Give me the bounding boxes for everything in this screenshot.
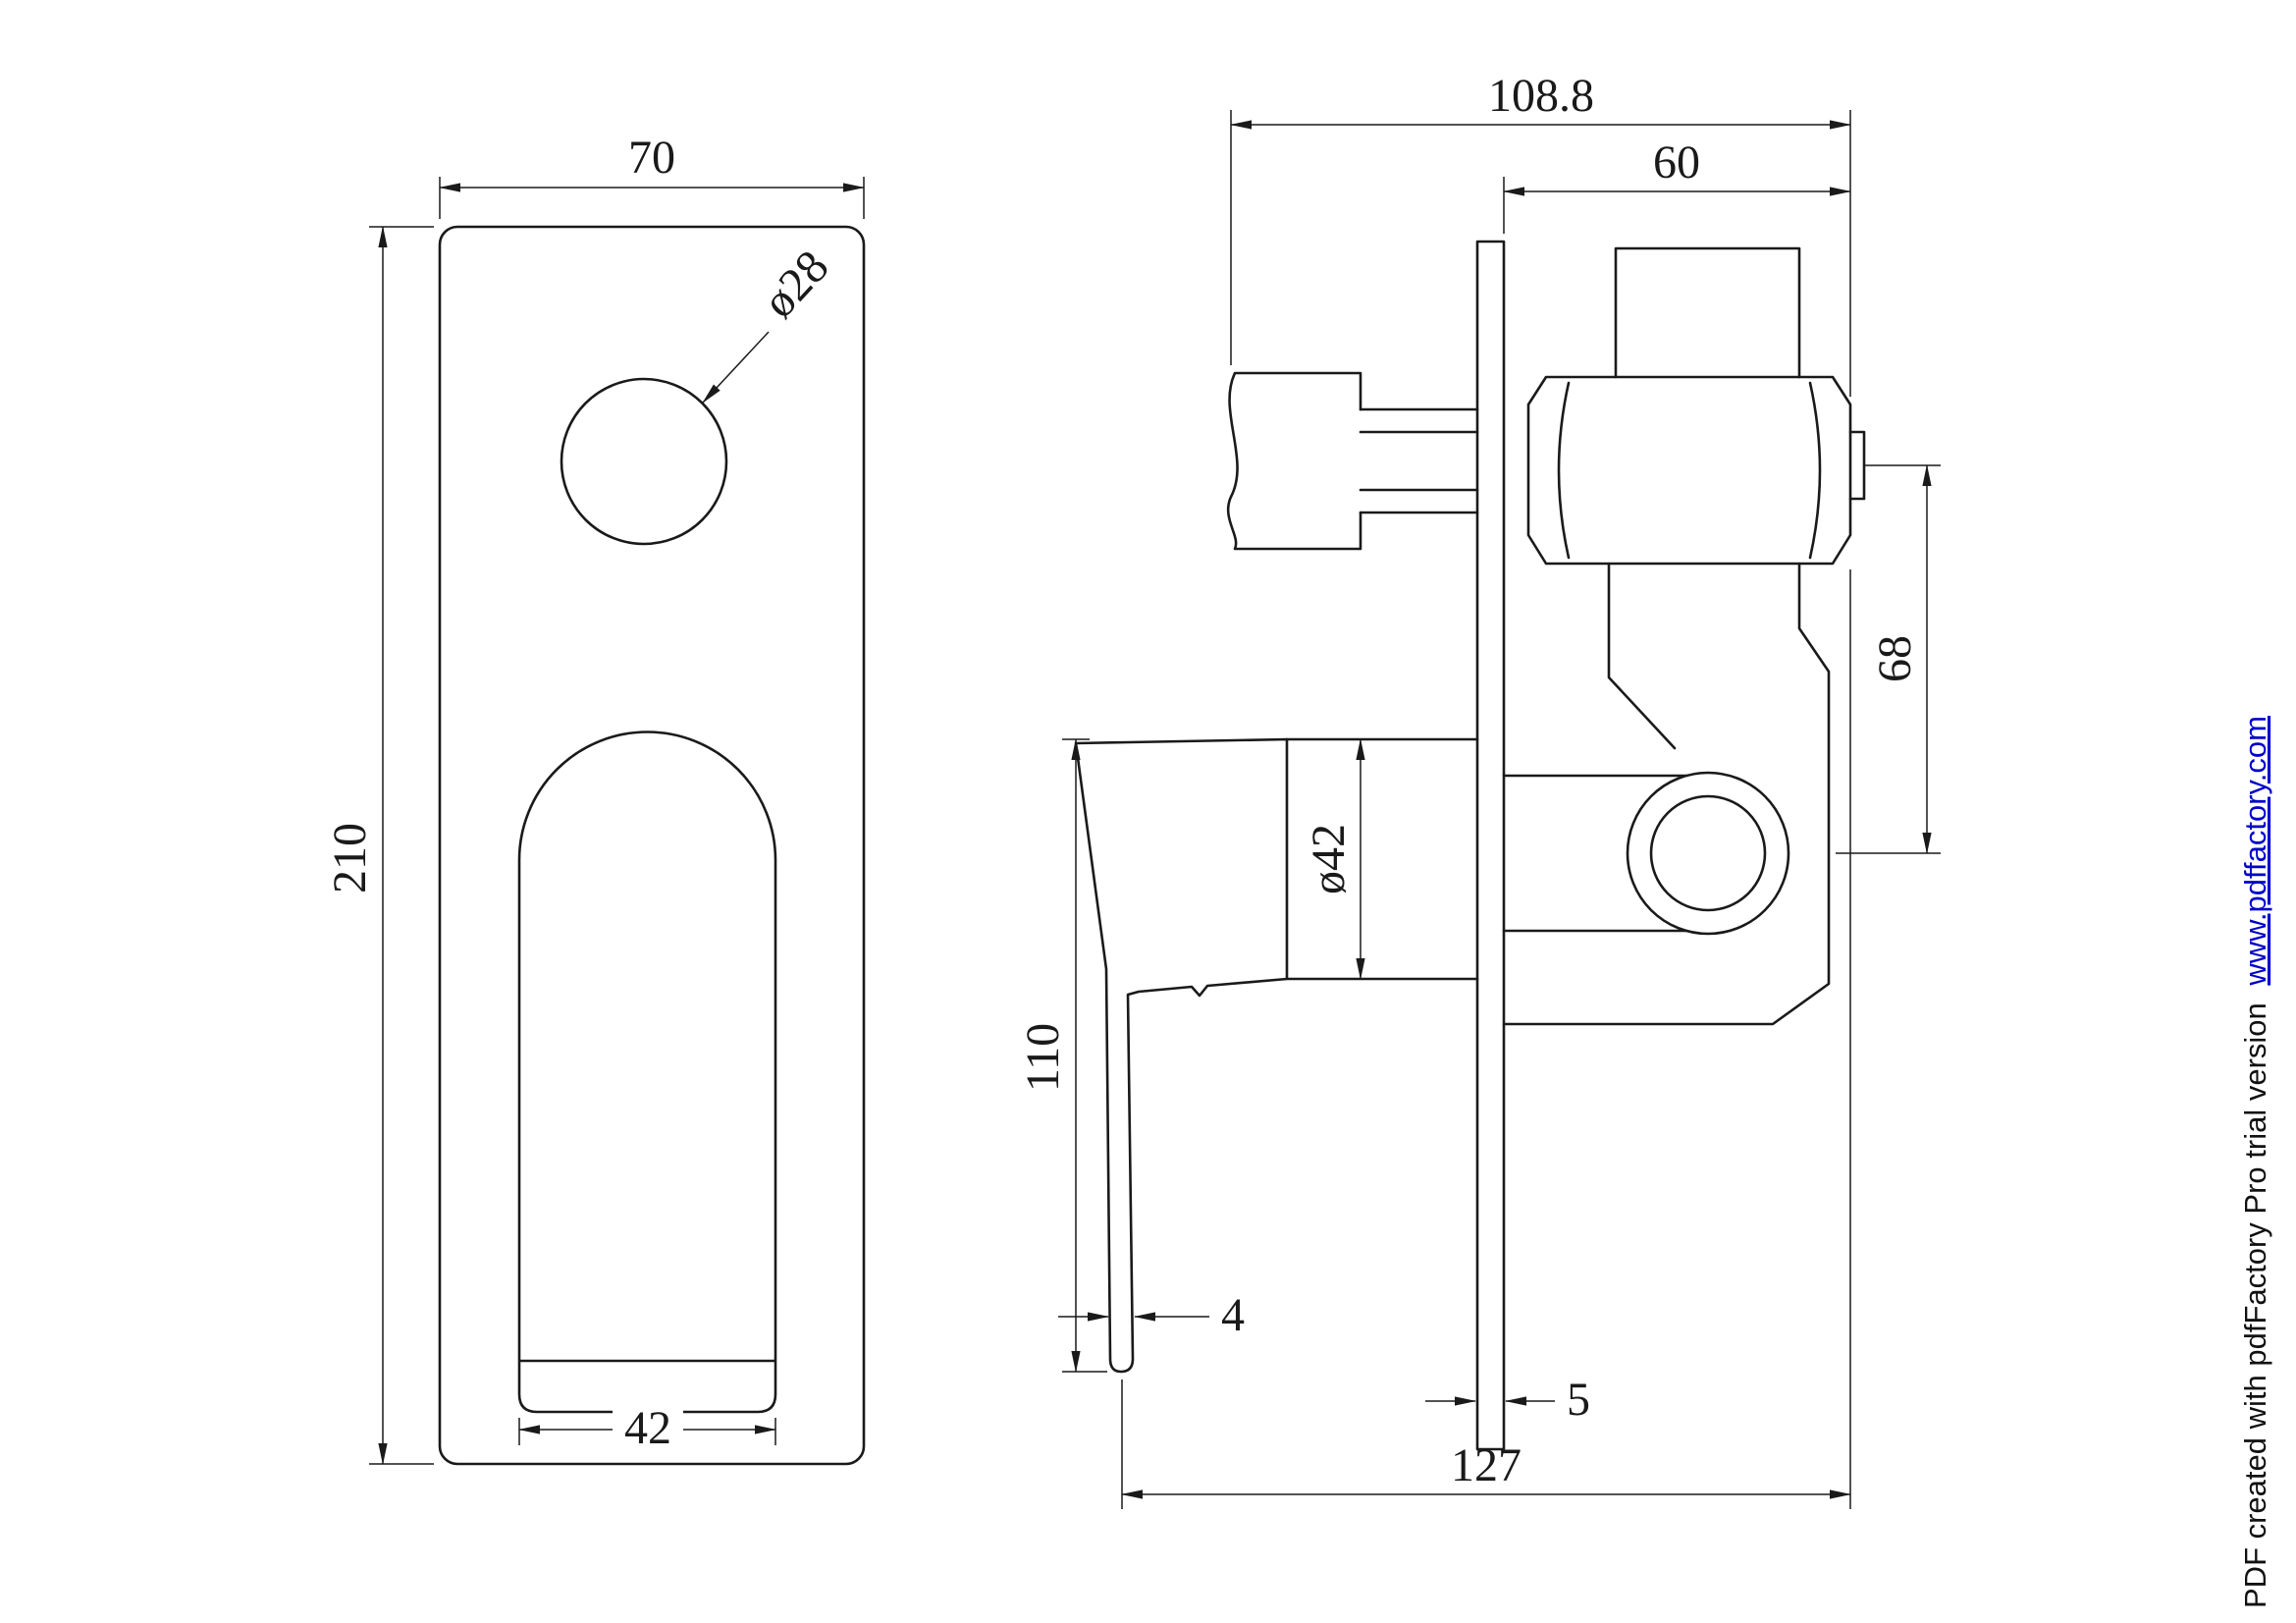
cover-plate-outline bbox=[438, 225, 866, 1466]
dim-side-total-depth: 127 bbox=[1451, 1439, 1522, 1491]
handle-hub-outer bbox=[1626, 771, 1790, 936]
handle-hub-inner bbox=[1649, 794, 1767, 912]
mounting-hole bbox=[560, 377, 728, 546]
hole-leader-line bbox=[702, 331, 770, 404]
front-view bbox=[438, 225, 866, 1466]
dim-front-slot-width: 42 bbox=[624, 1402, 671, 1454]
watermark-text: PDF created with pdfFactory Pro trial ve… bbox=[2238, 716, 2272, 1608]
dim-side-lever-thickness: 4 bbox=[1221, 1289, 1245, 1341]
supply-pipe-break bbox=[1226, 371, 1362, 551]
dim-side-barrel-diameter: ø42 bbox=[1303, 824, 1355, 894]
pipe-connector bbox=[1359, 407, 1479, 514]
dim-side-port-offset: 68 bbox=[1869, 635, 1921, 682]
dim-side-valve-depth: 60 bbox=[1653, 136, 1700, 189]
front-extension-lines bbox=[369, 177, 865, 1465]
lever-handle bbox=[1074, 737, 1289, 1374]
side-view bbox=[1074, 240, 1866, 1451]
handle-slot bbox=[517, 730, 777, 1414]
dim-text-mask bbox=[613, 1406, 683, 1451]
dim-side-handle-height: 110 bbox=[1017, 1023, 1069, 1092]
watermark: PDF created with pdfFactory Pro trial ve… bbox=[2238, 716, 2272, 1608]
wall-plate bbox=[1475, 240, 1506, 1451]
watermark-prefix: PDF created with pdfFactory Pro trial ve… bbox=[2238, 1002, 2272, 1608]
side-extension-lines bbox=[1062, 110, 1941, 1509]
dim-side-overall-depth: 108.8 bbox=[1488, 70, 1594, 122]
top-outlet-pipe bbox=[1614, 246, 1801, 379]
handle-barrel bbox=[1285, 737, 1479, 981]
outlet-stub bbox=[1848, 430, 1866, 501]
watermark-link[interactable]: www.pdffactory.com bbox=[2238, 716, 2272, 987]
dim-front-width: 70 bbox=[628, 132, 675, 184]
dim-front-hole-diameter: ø28 bbox=[753, 241, 839, 328]
nut-chamfer-curves bbox=[1557, 381, 1822, 560]
valve-body bbox=[1502, 562, 1831, 1026]
dim-front-height: 210 bbox=[324, 823, 376, 893]
dim-side-plate-thickness: 5 bbox=[1567, 1374, 1590, 1426]
side-view-dimensions: 108.8 60 68 ø42 110 4 5 127 bbox=[1017, 70, 1941, 1509]
front-view-dimensions: 70 210 42 ø28 bbox=[324, 132, 865, 1465]
cartridge-nut bbox=[1526, 375, 1852, 566]
